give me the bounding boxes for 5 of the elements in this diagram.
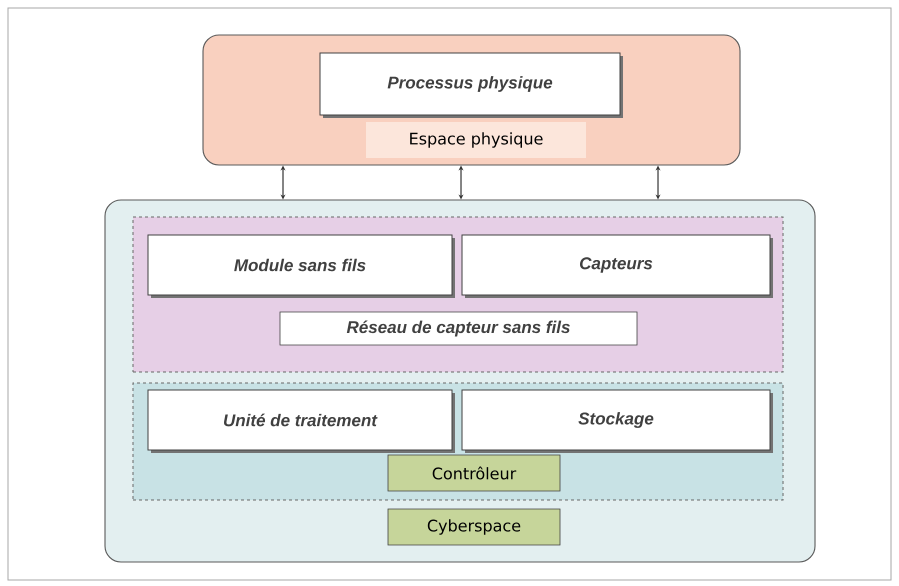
- component-box: Module sans fils: [148, 234, 455, 298]
- component-box: Stockage: [462, 390, 773, 453]
- component-box: Unité de traitement: [148, 390, 455, 453]
- component-box: Capteurs: [462, 234, 773, 298]
- component-box: Processus physique: [320, 52, 623, 118]
